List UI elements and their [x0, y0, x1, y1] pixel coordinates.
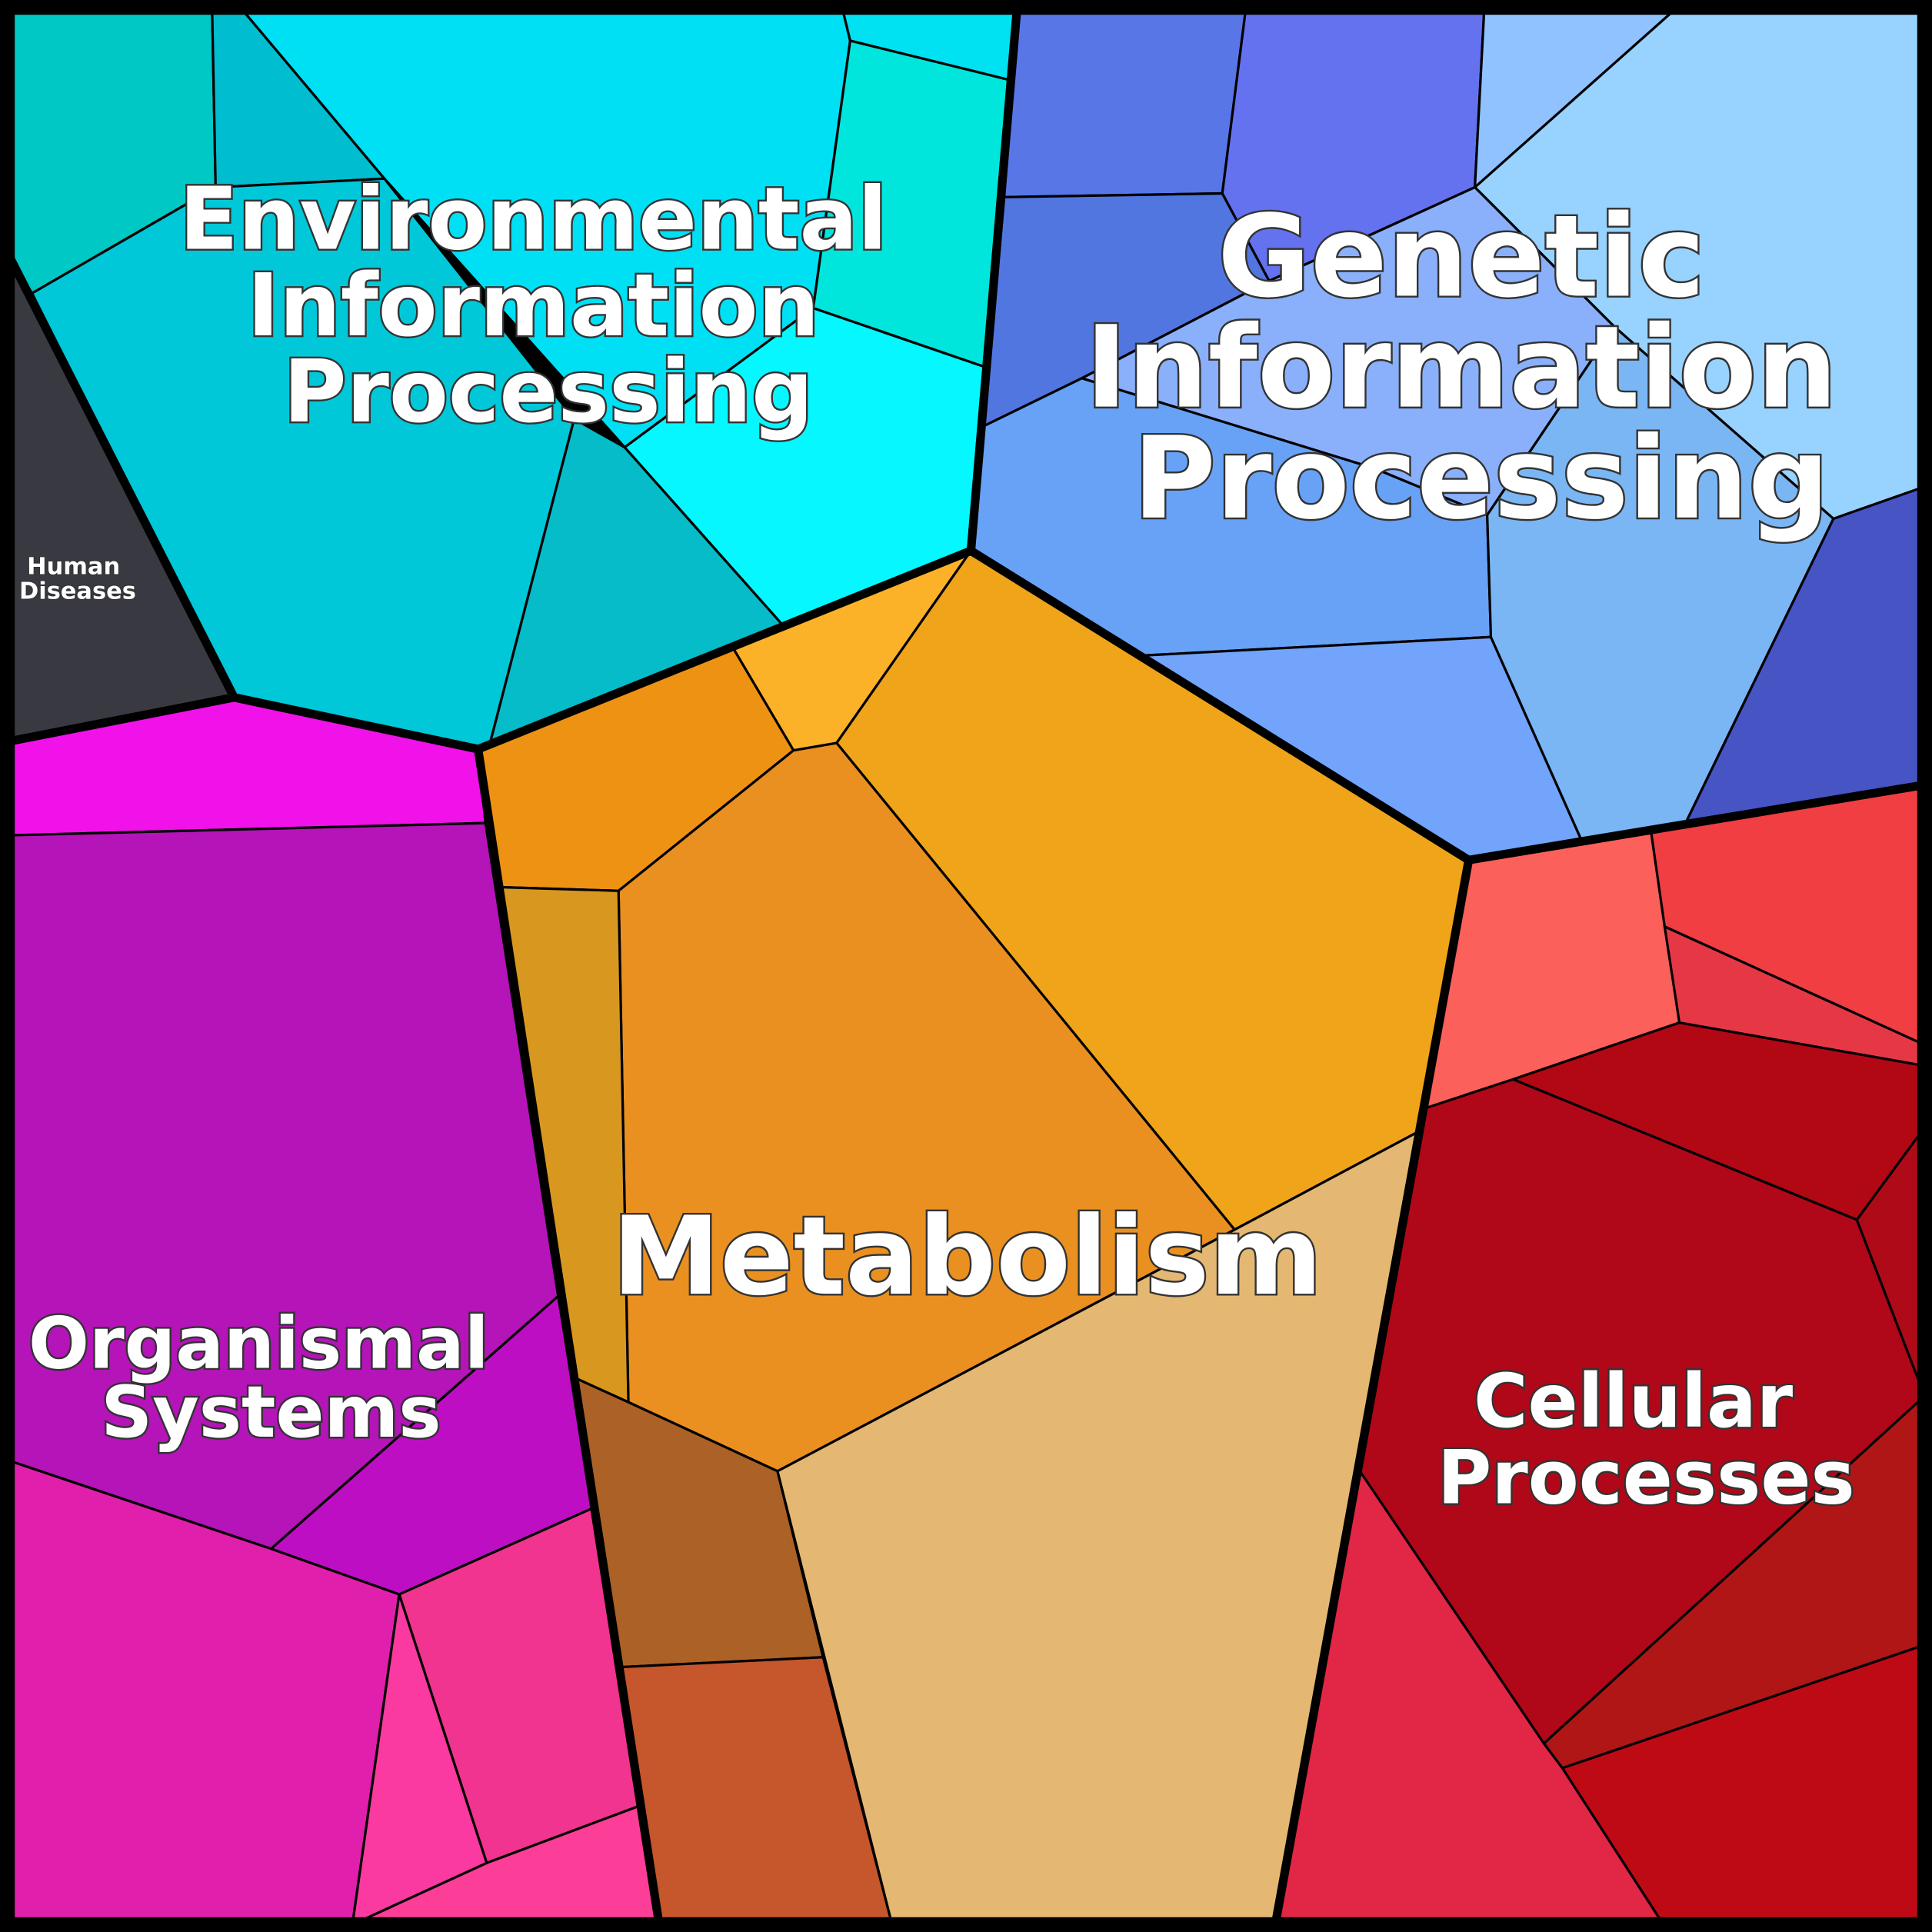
label-organismal: Organismal Systems [28, 1301, 514, 1454]
label-metabolism: Metabolism [612, 1194, 1323, 1320]
label-genetic: Genetic Information Processing [1085, 190, 1877, 544]
label-environmental: Environmental Information Processing [179, 170, 918, 442]
region-labels: Environmental Information Processing Gen… [18, 168, 1877, 1523]
category-boundaries [3, 0, 1929, 1929]
gen-cell-1[interactable] [1003, 0, 1248, 198]
label-human: Human Diseases [19, 554, 136, 605]
label-cellular: Cellular Processes [1437, 1358, 1855, 1521]
region-organismal-cells [6, 696, 661, 1926]
region-cellular-cells [1274, 783, 1926, 1926]
region-metabolism-cells [476, 549, 1471, 1926]
region-genetic-cells [969, 0, 1926, 861]
